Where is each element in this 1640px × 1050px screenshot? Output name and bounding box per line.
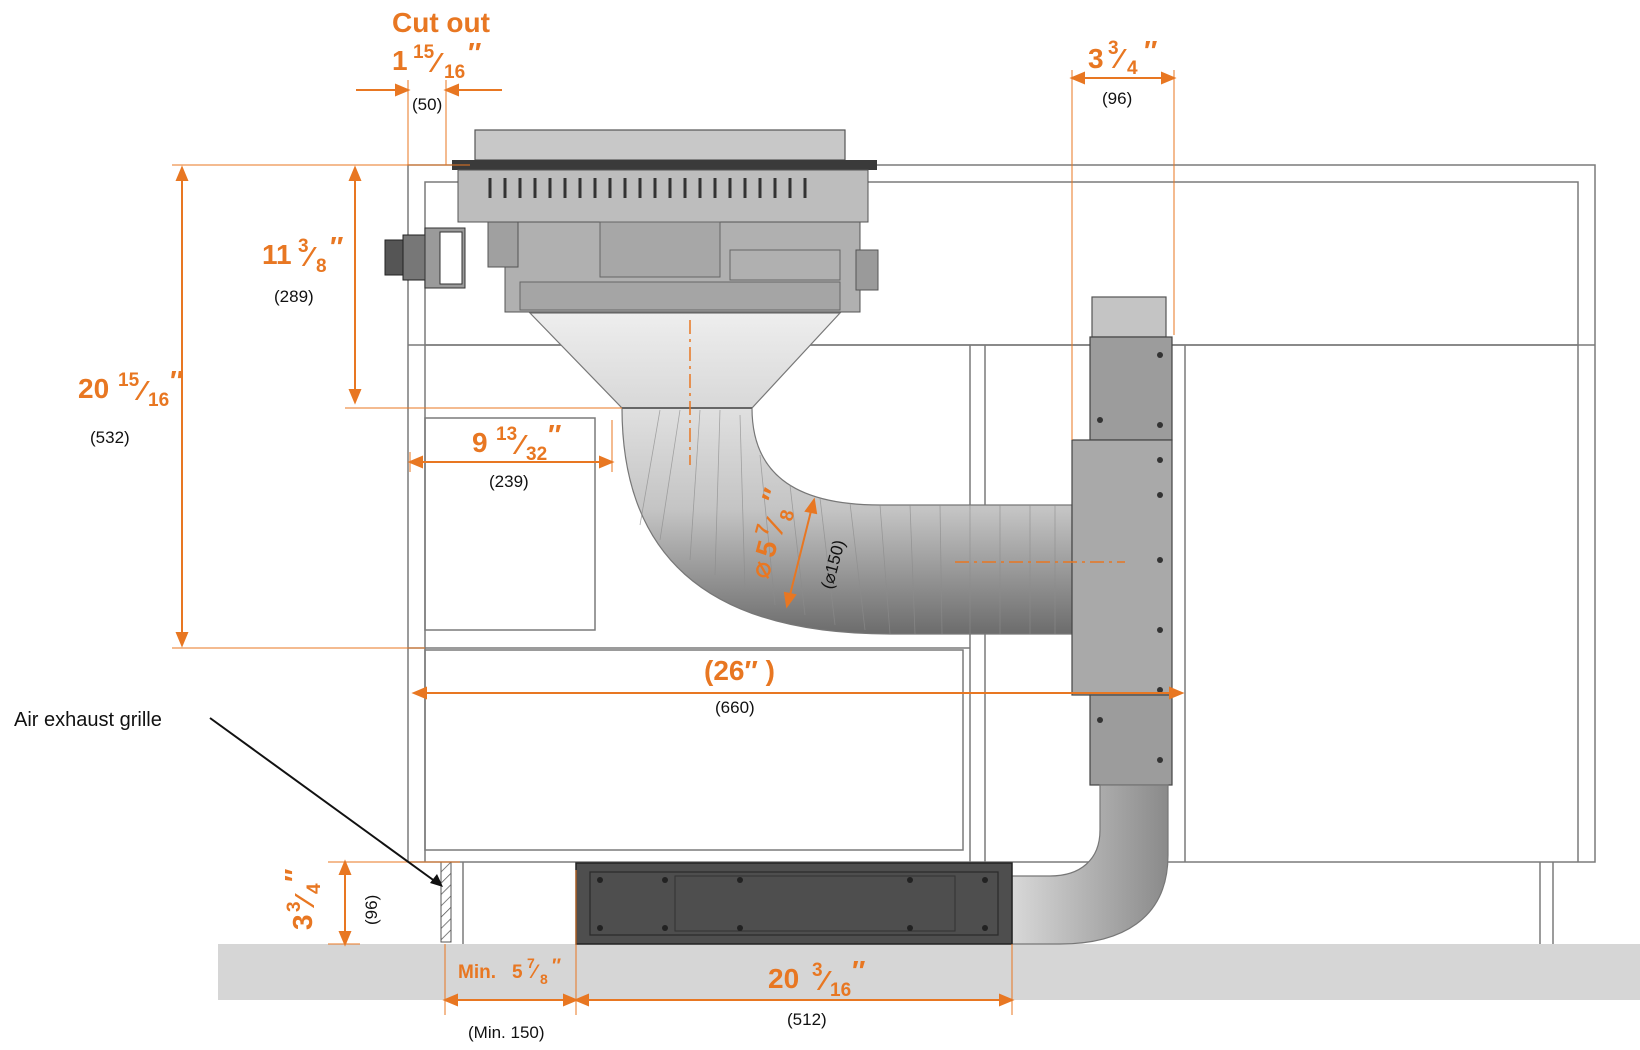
dim-width-239-mm: (239) — [489, 472, 529, 491]
dim-duct-offset-unit: ″ — [1144, 35, 1157, 66]
dim-box-length-mm: (512) — [787, 1010, 827, 1029]
floor — [218, 944, 1640, 1000]
dim-min-gap-prefix: Min. — [458, 962, 496, 983]
air-exhaust-grille — [440, 861, 452, 943]
dim-plinth-unit: ″ — [279, 869, 310, 882]
dim-plinth-height: 3 3 ⁄ 4 ″ — [279, 869, 325, 930]
dim-total-width: (26″ ) — [704, 655, 775, 686]
dim-width-239-unit: ″ — [548, 419, 561, 450]
dim-width-239-den: 32 — [526, 444, 547, 465]
dim-min-gap-mm: (Min. 150) — [468, 1023, 545, 1042]
dim-width-239: 9 13 ⁄ 32 ″ (239) — [472, 419, 561, 491]
dim-box-length-den: 16 — [830, 980, 851, 1001]
dim-height-532-unit: ″ — [170, 365, 183, 396]
dim-min-gap-num: 7 — [527, 955, 535, 971]
dim-min-gap-slash: ⁄ — [529, 962, 540, 983]
lower-duct-bend — [1011, 784, 1169, 945]
dim-plinth-num: 3 — [284, 901, 305, 912]
dim-diameter-whole: 5 — [750, 537, 784, 560]
dim-depth-289-num: 3 — [298, 236, 309, 257]
dim-plinth-mm: (96) — [362, 895, 381, 925]
bottom-blower-box — [575, 862, 1013, 945]
dim-plinth-den: 4 — [304, 883, 325, 894]
dimension-lines — [175, 71, 1185, 1007]
dim-duct-offset-num: 3 — [1108, 38, 1119, 59]
dim-depth-289: 11 3 ⁄ 8 ″ (289) — [262, 231, 343, 306]
dim-cutout-den: 16 — [444, 62, 465, 83]
dim-duct-offset-whole: 3 — [1088, 43, 1104, 74]
dim-plinth-whole: 3 — [287, 914, 318, 930]
dim-height-532-den: 16 — [148, 390, 169, 411]
dim-cutout: 1 15 ⁄ 16 ″ (50) — [392, 37, 481, 114]
dim-width-239-whole: 9 — [472, 427, 488, 458]
air-exhaust-grille-label: Air exhaust grille — [14, 709, 162, 731]
dim-box-length-unit: ″ — [852, 955, 865, 986]
dim-min-gap-den: 8 — [540, 971, 548, 987]
fan-module — [1071, 296, 1173, 786]
funnel-adapter — [528, 312, 842, 409]
dim-total-width-mm: (660) — [715, 698, 755, 717]
flexible-hose — [621, 407, 1073, 635]
dim-duct-offset-mm: (96) — [1102, 89, 1132, 108]
dim-cutout-unit: ″ — [468, 37, 481, 68]
cut-out-label: Cut out — [392, 7, 490, 38]
cooktop-unit — [452, 129, 879, 313]
dim-box-length-whole: 20 — [768, 963, 799, 994]
dim-width-239-num: 13 — [496, 424, 517, 445]
centerlines — [689, 320, 1125, 563]
dim-height-532-mm: (532) — [90, 428, 130, 447]
dim-cutout-num: 15 — [413, 42, 435, 63]
extension-lines — [172, 70, 1175, 1015]
dim-depth-289-unit: ″ — [330, 231, 343, 262]
dim-depth-289-den: 8 — [316, 256, 327, 277]
dim-depth-289-mm: (289) — [274, 287, 314, 306]
dim-height-532-num: 15 — [118, 370, 140, 391]
dim-diameter-den: 8 — [776, 508, 799, 524]
dim-box-length-num: 3 — [812, 960, 823, 981]
dim-diameter-num: 7 — [752, 522, 775, 538]
dim-duct-offset: 3 3 ⁄ 4 ″ (96) — [1088, 35, 1157, 108]
dim-depth-289-whole: 11 — [262, 239, 292, 270]
dim-height-532-whole: 20 — [78, 373, 109, 404]
hose-ribs — [639, 409, 1056, 635]
dim-min-gap-whole: 5 — [512, 962, 523, 983]
dim-min-gap: Min. 5 7 ⁄ 8 ″ (Min. 150) — [458, 955, 561, 1042]
dim-duct-offset-den: 4 — [1127, 58, 1138, 79]
dim-min-gap-unit: ″ — [552, 956, 561, 977]
dim-cutout-whole: 1 — [392, 45, 408, 76]
dim-cutout-mm: (50) — [412, 95, 442, 114]
leader-arrow-icon — [209, 717, 443, 887]
dim-height-532: 20 15 ⁄ 16 ″ (532) — [78, 365, 183, 447]
motor-connector — [384, 227, 466, 289]
